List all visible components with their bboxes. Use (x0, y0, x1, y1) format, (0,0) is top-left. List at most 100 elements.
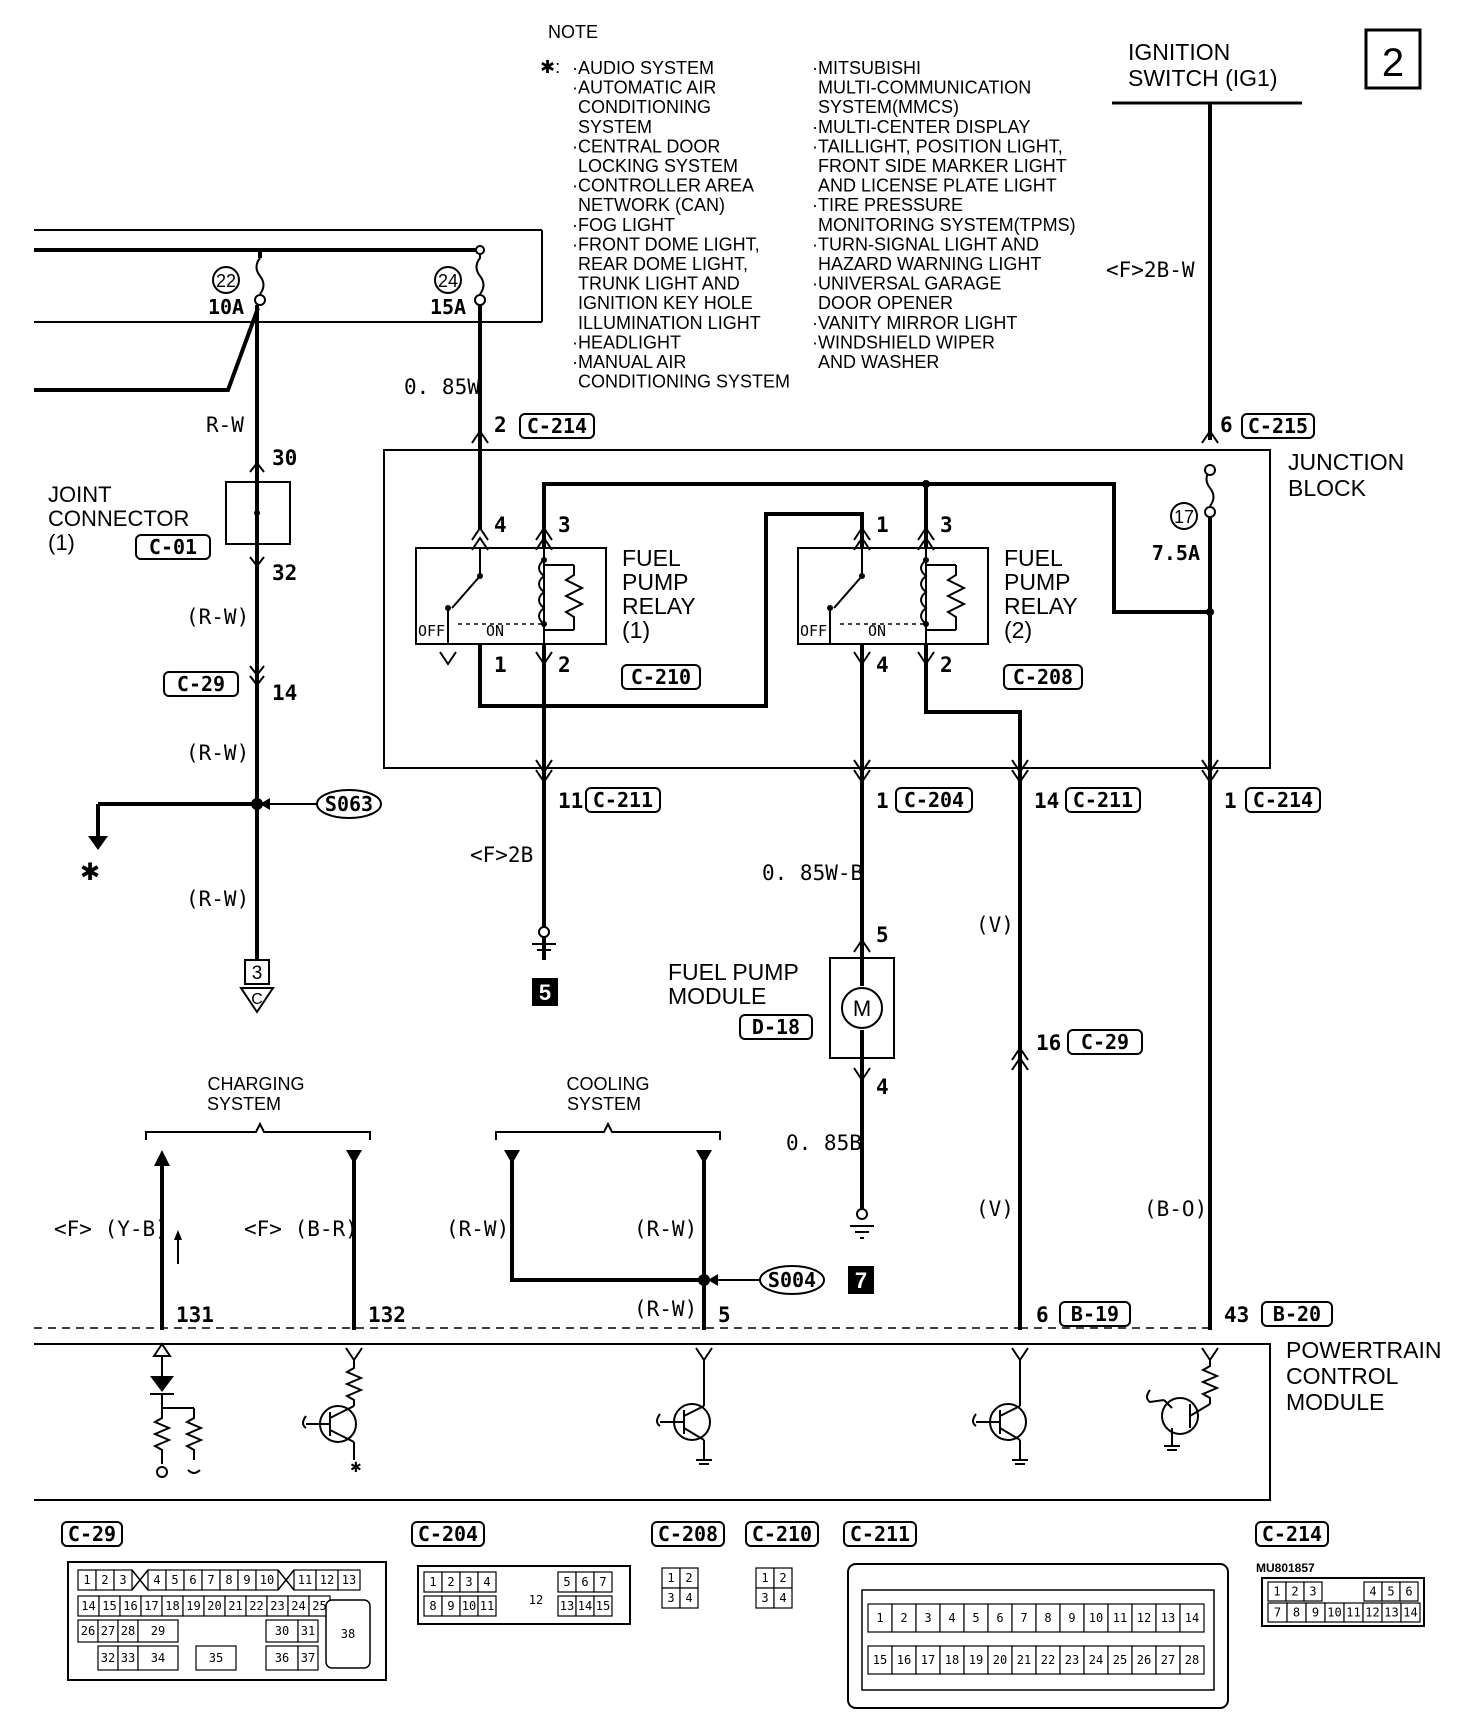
connector-view-title: C-204 (418, 1522, 478, 1546)
connector-pin-label: 13 (1384, 1606, 1398, 1620)
wire-label-rw-3: (R-W) (186, 887, 249, 911)
offpage-num: 3 (252, 963, 263, 984)
ignition-switch-label-1: IGNITION (1128, 39, 1230, 65)
connector-pin-label: 2 (685, 1571, 692, 1585)
relay-1-pin-1: 1 (494, 653, 507, 677)
fuse-24-number: 24 (438, 271, 458, 291)
connector-pin-label: 34 (151, 1651, 165, 1665)
joint-connector-label-2: CONNECTOR (48, 506, 189, 531)
c29-pin-16: 16 (1036, 1031, 1061, 1055)
tag-c29-mid-text: C-29 (1081, 1030, 1129, 1054)
tag-b19-text: B-19 (1071, 1302, 1119, 1326)
note-line: ·CENTRAL DOOR (572, 136, 720, 156)
note-line: CONDITIONING SYSTEM (578, 372, 790, 392)
connector-pin-label: 10 (1327, 1606, 1341, 1620)
connector-pin-label: 22 (249, 1599, 263, 1613)
offpage-num-box (244, 959, 270, 985)
tag-c204 (895, 787, 973, 813)
note-line: ·TURN-SIGNAL LIGHT AND (812, 234, 1039, 254)
connector-pin-label: 2 (900, 1611, 907, 1625)
note-line: NETWORK (CAN) (578, 195, 725, 215)
connector-pin-cell (1011, 1603, 1037, 1633)
connector-pin-cell (773, 1587, 793, 1609)
cooling-label-1: COOLING (566, 1074, 649, 1094)
connector-pin-cell (593, 1595, 613, 1617)
joint-connector-label-3: (1) (48, 530, 75, 555)
connector-pin-label: 4 (1369, 1585, 1376, 1599)
connector-pin-label: 7 (1020, 1611, 1027, 1625)
charging-label-1: CHARGING (207, 1074, 304, 1094)
connector-pin-label: 15 (102, 1599, 116, 1613)
connector-pin-cell (297, 1619, 319, 1643)
note-line: ·MITSUBISHI (812, 58, 921, 78)
note-line: SYSTEM (578, 117, 652, 137)
connector-pin-label: 12 (1365, 1606, 1379, 1620)
tag-b20 (1261, 1301, 1333, 1327)
splice-s063-text: S063 (325, 792, 373, 816)
note-marker: ✱: (540, 57, 560, 77)
tag-c215 (1241, 413, 1315, 439)
connector-pin-label: 5 (972, 1611, 979, 1625)
connector-pin-cell (297, 1645, 319, 1671)
tag-c214-b (1245, 787, 1321, 813)
note-line: ·MANUAL AIR (572, 352, 686, 372)
tag-d18-text: D-18 (752, 1015, 800, 1039)
tag-b20-text: B-20 (1273, 1302, 1321, 1326)
note-line: CONDITIONING (578, 97, 711, 117)
note-line: ·HEADLIGHT (572, 332, 681, 352)
connector-pin-label: 2 (447, 1575, 454, 1589)
note-line: ·UNIVERSAL GARAGE (812, 274, 1001, 294)
tag-c29-mid (1067, 1029, 1143, 1055)
connector-pin-cell (265, 1645, 299, 1671)
connector-pin-cell (963, 1645, 989, 1675)
ground-5-box (532, 978, 558, 1006)
relay-1-label-2: PUMP (622, 569, 688, 595)
relay-1-off: OFF (418, 622, 445, 640)
connector-pin-label: 1 (83, 1573, 90, 1587)
c29-pin-14: 14 (272, 681, 297, 705)
connector-pin-label: 6 (189, 1573, 196, 1587)
connector-pin-label: 23 (270, 1599, 284, 1613)
connector-pin-cell (255, 1569, 279, 1591)
splice-s004-text: S004 (768, 1268, 816, 1292)
pcm-label-2: CONTROL (1286, 1363, 1399, 1389)
relay-1-pin-4: 4 (494, 513, 507, 537)
cooling-pin-5: 5 (718, 1303, 731, 1327)
note-line: SYSTEM(MMCS) (818, 97, 959, 117)
connector-pin-cell (867, 1645, 893, 1675)
connector-pin-label: 29 (151, 1624, 165, 1638)
connector-pin-label: 1 (1273, 1585, 1280, 1599)
connector-pin-label: 8 (1044, 1611, 1051, 1625)
connector-pin-label: 37 (301, 1651, 315, 1665)
page-number-box (1364, 28, 1422, 90)
connector-pin-label: 12 (320, 1573, 334, 1587)
ignition-switch-label-2: SWITCH (IG1) (1128, 65, 1278, 91)
connector-view-title-tag (745, 1521, 819, 1547)
connector-pin-label: 13 (1161, 1611, 1175, 1625)
tag-c208 (1003, 664, 1083, 690)
junction-block-label-2: BLOCK (1288, 475, 1367, 501)
relay-2-label-2: PUMP (1004, 569, 1070, 595)
star-marker: ✱ (80, 859, 100, 886)
relay-1-label-1: FUEL (622, 545, 681, 571)
connector-pin-label: 8 (225, 1573, 232, 1587)
tag-c204-text: C-204 (904, 788, 964, 812)
connector-pin-label: 13 (560, 1599, 574, 1613)
fuse-box (34, 229, 543, 323)
connector-pin-label: 5 (1387, 1585, 1394, 1599)
tag-c01 (135, 534, 211, 560)
connector-pin-label: 28 (121, 1624, 135, 1638)
ig1-pin: 6 (1220, 413, 1233, 437)
connector-pin-label: 26 (81, 1624, 95, 1638)
connector-pin-label: 11 (1113, 1611, 1127, 1625)
connector-pin-label: 26 (1137, 1653, 1151, 1667)
wire-relay-cross (478, 512, 864, 708)
relay-2-pin-3: 3 (940, 513, 953, 537)
connector-pin-cell (1107, 1603, 1133, 1633)
ground-7-number: 7 (855, 1268, 867, 1293)
relay-1-box (415, 547, 607, 645)
connector-pin-cell (1399, 1581, 1419, 1602)
connector-pin-label: 28 (1185, 1653, 1199, 1667)
fuse-22-rating: 10A (208, 295, 244, 319)
cooling-brace (495, 1121, 721, 1140)
